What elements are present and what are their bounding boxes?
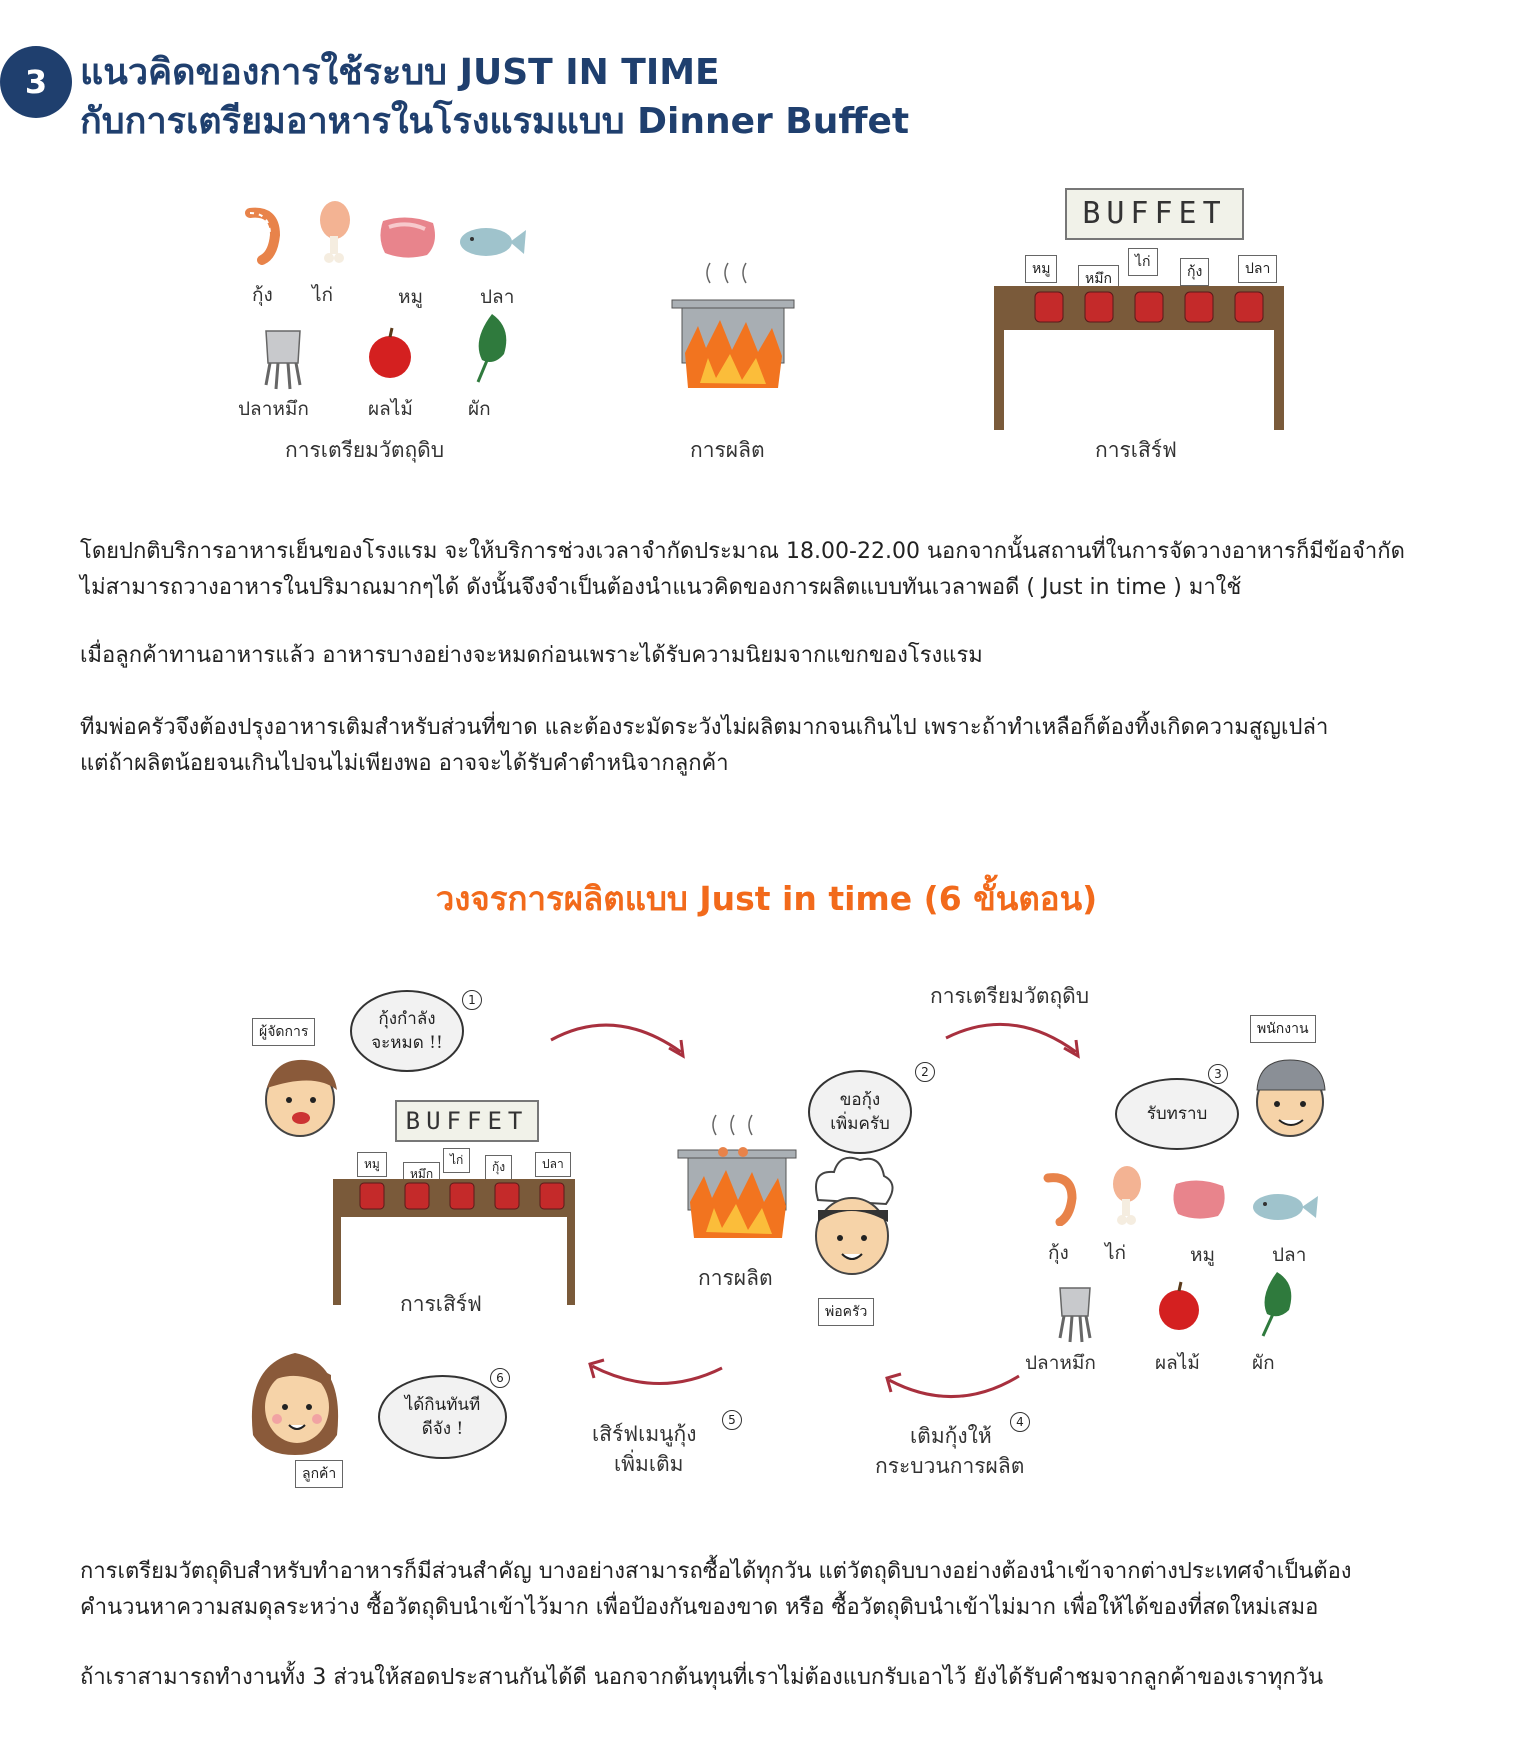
step-number-5: 5	[722, 1410, 742, 1430]
step-5-label-line-1: เสิร์ฟเมนูกุ้ง	[592, 1422, 697, 1446]
paragraph-line: ถ้าเราสามารถทำงานทั้ง 3 ส่วนให้สอดประสาน…	[80, 1665, 1324, 1690]
buffet-sign: BUFFET	[1065, 188, 1244, 240]
customer-face-icon	[251, 1353, 339, 1455]
apple-icon	[1159, 1281, 1199, 1330]
dish-tag: ปลา	[1238, 255, 1278, 283]
produce-caption: การผลิต	[698, 1266, 773, 1290]
leaf-vegetable-icon	[1261, 1272, 1292, 1337]
chicken-leg-icon	[1113, 1166, 1141, 1225]
buffet-sign: BUFFET	[395, 1100, 539, 1142]
step-5-label-line-2: เพิ่มเติม	[614, 1452, 684, 1476]
step-number-1: 1	[462, 990, 482, 1010]
bubble-text: ได้กินทันที	[404, 1395, 481, 1415]
bubble-text: รับทราบ	[1146, 1104, 1208, 1124]
cooking-pot-icon	[671, 262, 795, 388]
manager-tag: ผู้จัดการ	[252, 1018, 316, 1046]
chef-face-icon	[815, 1156, 894, 1275]
chicken-leg-icon	[320, 201, 350, 263]
speech-bubble-step-2: ขอกุ้ง เพิ่มครับ	[808, 1070, 912, 1154]
paragraph-line: คำนวนหาความสมดุลระหว่าง ซื้อวัตถุดิบนำเข…	[80, 1595, 1319, 1620]
section-number-badge: 3	[0, 46, 72, 118]
apple-icon	[369, 327, 411, 378]
squid-icon	[264, 330, 302, 390]
ingredient-label: ปลา	[480, 286, 515, 308]
bubble-text: ดีจัง !	[421, 1419, 464, 1439]
ingredient-label: ปลาหมึก	[238, 398, 309, 420]
cycle-title: วงจรการผลิตแบบ Just in time (6 ขั้นตอน)	[435, 879, 1098, 918]
dish-tag: ไก่	[443, 1148, 471, 1173]
pork-icon	[380, 217, 435, 258]
paragraph-line: แต่ถ้าผลิตน้อยจนเกินไปจนไม่เพียงพอ อาจจะ…	[80, 751, 729, 776]
bubble-text: กุ้งกำลัง	[378, 1009, 436, 1029]
title-line-1: แนวคิดของการใช้ระบบ JUST IN TIME	[80, 52, 720, 93]
paragraph-1: โดยปกติบริการอาหารเย็นของโรงแรม จะให้บริ…	[80, 534, 1480, 606]
dish-tag: ไก่	[1128, 248, 1158, 276]
cycle-arrow-icon	[945, 1022, 1080, 1059]
paragraph-4: การเตรียมวัตถุดิบสำหรับทำอาหารก็มีส่วนสำ…	[80, 1554, 1480, 1626]
arrow-label-prepare: การเตรียมวัตถุดิบ	[930, 984, 1090, 1008]
step-number-3: 3	[1208, 1064, 1228, 1084]
dish-tag: หมู	[1025, 255, 1058, 283]
buffet-table-icon	[333, 1179, 575, 1305]
bubble-text: จะหมด !!	[371, 1033, 443, 1053]
shrimp-icon	[1043, 1173, 1077, 1226]
ingredient-label: ผลไม้	[1155, 1352, 1200, 1374]
speech-bubble-step-3: รับทราบ	[1115, 1078, 1239, 1150]
ingredient-label: ปลาหมึก	[1025, 1352, 1096, 1374]
step-number-6: 6	[490, 1368, 510, 1388]
dish-tag: กุ้ง	[1180, 258, 1210, 286]
ingredient-label: กุ้ง	[252, 284, 273, 306]
dish-tag: ปลา	[535, 1152, 571, 1177]
caption-prepare: การเตรียมวัตถุดิบ	[285, 438, 445, 462]
step-4-label-line-2: กระบวนการผลิต	[875, 1454, 1025, 1478]
ingredient-label: กุ้ง	[1048, 1242, 1069, 1264]
paragraph-line: ทีมพ่อครัวจึงต้องปรุงอาหารเติมสำหรับส่วน…	[80, 715, 1329, 740]
fish-icon	[1253, 1194, 1318, 1220]
title-line-2: กับการเตรียมอาหารในโรงแรมแบบ Dinner Buff…	[80, 101, 910, 142]
paragraph-line: เมื่อลูกค้าทานอาหารแล้ว อาหารบางอย่างจะห…	[80, 643, 983, 668]
ingredient-label: ผัก	[1252, 1352, 1275, 1374]
ingredient-label: หมู	[1190, 1244, 1216, 1266]
cycle-arrow-icon	[550, 1023, 685, 1059]
paragraph-line: การเตรียมวัตถุดิบสำหรับทำอาหารก็มีส่วนสำ…	[80, 1559, 1352, 1584]
paragraph-line: ไม่สามารถวางอาหารในปริมาณมากๆได้ ดังนั้น…	[80, 575, 1242, 600]
caption-serve: การเสิร์ฟ	[1095, 438, 1177, 462]
staff-tag: พนักงาน	[1250, 1015, 1316, 1043]
manager-face-icon	[265, 1059, 337, 1137]
pork-icon	[1173, 1180, 1225, 1219]
paragraph-5: ถ้าเราสามารถทำงานทั้ง 3 ส่วนให้สอดประสาน…	[80, 1660, 1480, 1696]
chef-tag: พ่อครัว	[818, 1298, 875, 1326]
shrimp-icon	[245, 207, 281, 265]
staff-face-icon	[1256, 1059, 1326, 1137]
leaf-vegetable-icon	[476, 314, 507, 383]
fish-icon	[460, 228, 526, 256]
step-number-4: 4	[1010, 1412, 1030, 1432]
speech-bubble-step-6: ได้กินทันที ดีจัง !	[378, 1375, 507, 1459]
ingredient-label: ผลไม้	[368, 398, 413, 420]
ingredient-label: หมู	[398, 286, 424, 308]
cycle-arrow-icon	[588, 1358, 723, 1385]
serve-caption: การเสิร์ฟ	[400, 1292, 482, 1316]
dish-tag: หมู	[357, 1152, 387, 1177]
squid-icon	[1058, 1287, 1092, 1343]
bubble-text: เพิ่มครับ	[830, 1114, 890, 1134]
cooking-pot-icon	[677, 1114, 797, 1238]
ingredient-label: ไก่	[1105, 1242, 1127, 1264]
paragraph-3: ทีมพ่อครัวจึงต้องปรุงอาหารเติมสำหรับส่วน…	[80, 710, 1480, 782]
speech-bubble-step-1: กุ้งกำลัง จะหมด !!	[350, 990, 464, 1072]
customer-tag: ลูกค้า	[295, 1460, 344, 1488]
ingredient-label: ไก่	[312, 284, 334, 306]
dish-tag: กุ้ง	[485, 1155, 513, 1180]
step-4-label-line-1: เติมกุ้งให้	[910, 1424, 992, 1448]
cycle-arrow-icon	[885, 1372, 1020, 1398]
ingredient-label: ปลา	[1272, 1244, 1307, 1266]
paragraph-2: เมื่อลูกค้าทานอาหารแล้ว อาหารบางอย่างจะห…	[80, 638, 1480, 674]
bubble-text: ขอกุ้ง	[839, 1090, 881, 1110]
paragraph-line: โดยปกติบริการอาหารเย็นของโรงแรม จะให้บริ…	[80, 539, 1405, 564]
buffet-table-icon	[994, 286, 1284, 430]
caption-produce: การผลิต	[690, 438, 765, 462]
ingredient-label: ผัก	[468, 398, 491, 420]
step-number-2: 2	[915, 1062, 935, 1082]
